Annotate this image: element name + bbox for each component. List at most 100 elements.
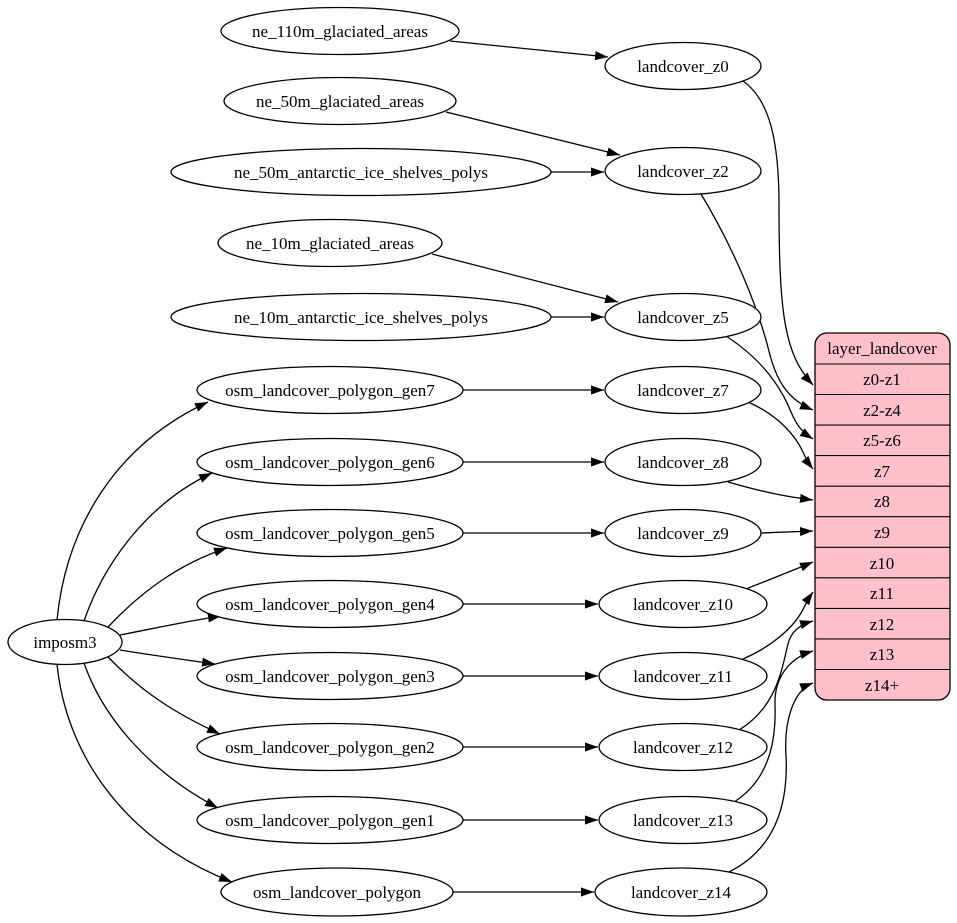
node-osm-landcover-polygon-gen6-label: osm_landcover_polygon_gen6 [225, 453, 435, 472]
table-row-z10: z10 [870, 554, 895, 573]
node-landcover-z8: landcover_z8 [604, 437, 762, 487]
node-osm-landcover-polygon-label: osm_landcover_polygon [253, 883, 422, 902]
node-ne-50m-antarctic-ice-shelves-polys: ne_50m_antarctic_ice_shelves_polys [170, 147, 552, 197]
node-ne-10m-antarctic-ice-shelves-polys-shape [170, 292, 552, 342]
edge-imposm3-to-osm-landcover-polygon [56, 663, 233, 883]
edge-imposm3-to-osm-landcover-polygon-gen1 [83, 662, 219, 809]
table-row-z13: z13 [870, 645, 895, 664]
node-osm-landcover-polygon: osm_landcover_polygon [220, 867, 454, 917]
node-osm-landcover-polygon-gen5-label: osm_landcover_polygon_gen5 [225, 524, 435, 543]
node-landcover-z11: landcover_z11 [598, 651, 768, 701]
edge-landcover-z2-to-row-z2-z4 [700, 193, 814, 411]
edge-ne-110m-glaciated-areas-to-landcover-z0 [449, 40, 609, 61]
node-osm-landcover-polygon-gen7-label: osm_landcover_polygon_gen7 [225, 381, 435, 400]
edge-landcover-z13-to-row-z13 [733, 650, 814, 803]
node-osm-landcover-polygon-gen3-label: osm_landcover_polygon_gen3 [225, 667, 435, 686]
node-osm-landcover-polygon-gen2-label: osm_landcover_polygon_gen2 [225, 738, 435, 757]
edge-landcover-z7-to-row-z7 [747, 401, 814, 470]
edge-ne-10m-glaciated-areas-to-landcover-z5 [431, 253, 619, 304]
node-ne-10m-antarctic-ice-shelves-polys: ne_10m_antarctic_ice_shelves_polys [170, 292, 552, 342]
node-landcover-z5-shape [604, 292, 762, 342]
node-landcover-z7: landcover_z7 [604, 365, 762, 415]
node-landcover-z11-shape [598, 651, 768, 701]
node-landcover-z10-shape [598, 579, 768, 629]
node-landcover-z2-label: landcover_z2 [637, 162, 729, 181]
node-osm-landcover-polygon-gen1-label: osm_landcover_polygon_gen1 [225, 811, 435, 830]
edge-imposm3-to-osm-landcover-polygon-gen6 [83, 472, 213, 622]
node-ne-50m-glaciated-areas: ne_50m_glaciated_areas [223, 76, 457, 126]
node-osm-landcover-polygon-gen7: osm_landcover_polygon_gen7 [196, 365, 464, 415]
node-landcover-z8-label: landcover_z8 [637, 453, 729, 472]
node-osm-landcover-polygon-gen7-shape [196, 365, 464, 415]
node-landcover-z13-label: landcover_z13 [633, 811, 733, 830]
table-layer-landcover: layer_landcover z0-z1 z2-z4 z5-z6 z7 z8 … [814, 332, 951, 701]
node-landcover-z12: landcover_z12 [598, 722, 768, 772]
node-ne-110m-glaciated-areas-shape [220, 6, 460, 56]
node-landcover-z14: landcover_z14 [594, 867, 768, 917]
node-landcover-z14-shape [594, 867, 768, 917]
node-ne-50m-glaciated-areas-shape [223, 76, 457, 126]
node-osm-landcover-polygon-gen1-shape [196, 795, 464, 845]
node-osm-landcover-polygon-gen1: osm_landcover_polygon_gen1 [196, 795, 464, 845]
node-osm-landcover-polygon-gen2-shape [196, 722, 464, 772]
node-landcover-z5-label: landcover_z5 [637, 308, 729, 327]
table-row-z14plus: z14+ [865, 676, 899, 695]
node-osm-landcover-polygon-gen6-shape [196, 437, 464, 487]
node-osm-landcover-polygon-gen4: osm_landcover_polygon_gen4 [196, 579, 464, 629]
node-landcover-z2-shape [604, 146, 762, 196]
edge-landcover-z12-to-row-z12 [738, 620, 814, 731]
node-landcover-z5: landcover_z5 [604, 292, 762, 342]
node-landcover-z11-label: landcover_z11 [633, 667, 732, 686]
node-landcover-z9-label: landcover_z9 [637, 524, 729, 543]
table-row-z0-z1: z0-z1 [863, 370, 901, 389]
node-osm-landcover-polygon-gen3-shape [196, 651, 464, 701]
node-ne-10m-antarctic-ice-shelves-polys-label: ne_10m_antarctic_ice_shelves_polys [234, 308, 488, 327]
node-landcover-z10-label: landcover_z10 [633, 595, 733, 614]
node-landcover-z9: landcover_z9 [604, 508, 762, 558]
node-ne-10m-glaciated-areas-label: ne_10m_glaciated_areas [246, 234, 414, 253]
node-osm-landcover-polygon-shape [220, 867, 454, 917]
node-landcover-z0: landcover_z0 [604, 41, 762, 91]
edge-landcover-z11-to-row-z11 [742, 591, 814, 660]
edge-landcover-z10-to-row-z10 [745, 561, 814, 590]
edge-landcover-z5-to-row-z5-z6 [725, 335, 814, 440]
table-title: layer_landcover [827, 339, 937, 358]
node-landcover-z0-label: landcover_z0 [637, 57, 729, 76]
node-osm-landcover-polygon-gen5-shape [196, 508, 464, 558]
node-osm-landcover-polygon-gen4-label: osm_landcover_polygon_gen4 [225, 595, 435, 614]
node-landcover-z12-label: landcover_z12 [633, 738, 733, 757]
table-row-z5-z6: z5-z6 [863, 431, 901, 450]
node-imposm3-label: imposm3 [33, 633, 96, 652]
edge-imposm3-to-osm-landcover-polygon-gen7 [56, 401, 209, 621]
table-row-z7: z7 [874, 462, 891, 481]
node-landcover-z7-shape [604, 365, 762, 415]
node-landcover-z14-label: landcover_z14 [631, 883, 732, 902]
node-landcover-z0-shape [604, 41, 762, 91]
node-landcover-z9-shape [604, 508, 762, 558]
edge-ne-50m-glaciated-areas-to-landcover-z2 [445, 111, 621, 157]
node-osm-landcover-polygon-gen6: osm_landcover_polygon_gen6 [196, 437, 464, 487]
table-row-z2-z4: z2-z4 [863, 401, 901, 420]
edge-landcover-z8-to-row-z8 [727, 481, 814, 503]
node-osm-landcover-polygon-gen4-shape [196, 579, 464, 629]
node-ne-50m-antarctic-ice-shelves-polys-shape [170, 147, 552, 197]
edge-imposm3-to-osm-landcover-polygon-gen5 [107, 547, 228, 628]
node-imposm3-shape [7, 618, 123, 666]
node-landcover-z12-shape [598, 722, 768, 772]
edge-imposm3-to-osm-landcover-polygon-gen2 [107, 656, 221, 735]
node-landcover-z10: landcover_z10 [598, 579, 768, 629]
table-row-z9: z9 [874, 523, 890, 542]
node-landcover-z13: landcover_z13 [598, 795, 768, 845]
edge-landcover-z14-to-row-z14plus [728, 682, 814, 873]
node-osm-landcover-polygon-gen2: osm_landcover_polygon_gen2 [196, 722, 464, 772]
node-ne-50m-antarctic-ice-shelves-polys-label: ne_50m_antarctic_ice_shelves_polys [234, 163, 488, 182]
node-ne-10m-glaciated-areas: ne_10m_glaciated_areas [217, 218, 443, 268]
node-osm-landcover-polygon-gen5: osm_landcover_polygon_gen5 [196, 508, 464, 558]
node-ne-50m-glaciated-areas-label: ne_50m_glaciated_areas [256, 92, 424, 111]
table-row-z11: z11 [870, 584, 894, 603]
table-row-z8: z8 [874, 492, 890, 511]
node-ne-10m-glaciated-areas-shape [217, 218, 443, 268]
node-landcover-z8-shape [604, 437, 762, 487]
